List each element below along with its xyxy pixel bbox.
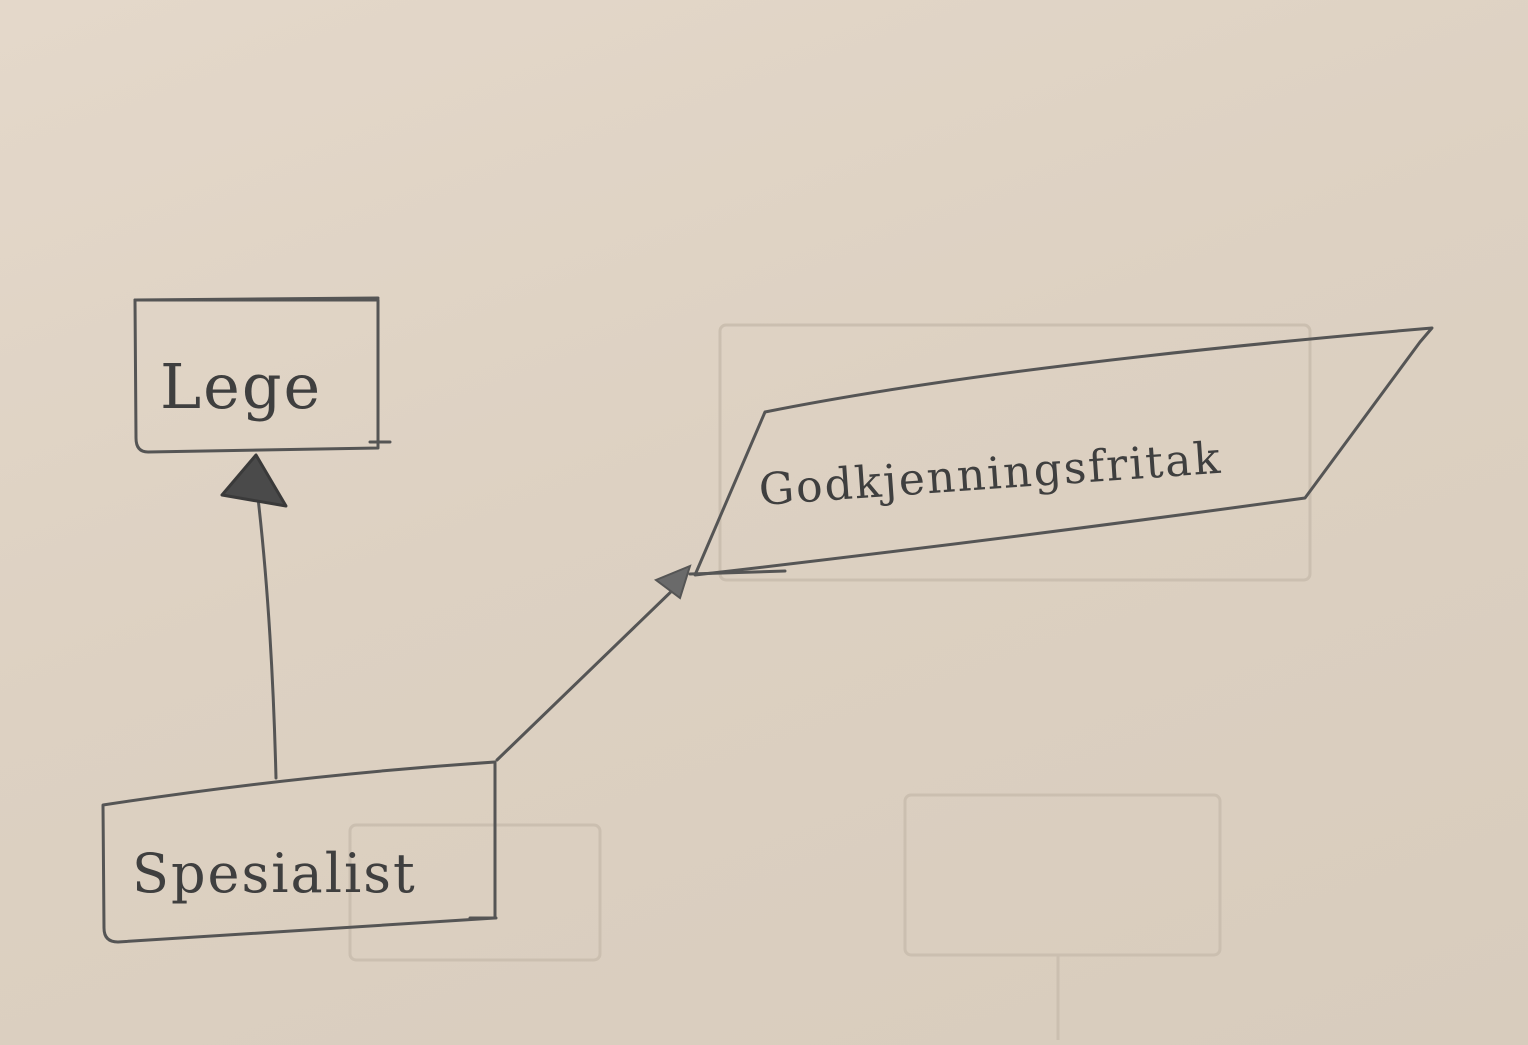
lege-box-outline <box>133 298 380 454</box>
edge-spesialist-to-godkjenningsfritak <box>495 564 692 762</box>
association-arrowhead <box>653 564 692 600</box>
association-line <box>495 583 680 762</box>
spesialist-box-outline <box>101 760 497 944</box>
edge-spesialist-to-lege <box>220 453 288 780</box>
node-lege: Lege <box>133 296 392 454</box>
node-godkjenningsfritak: Godkjenningsfritak <box>688 326 1434 577</box>
inheritance-arrowhead <box>220 453 288 508</box>
godkjenningsfritak-outline <box>693 326 1434 577</box>
lege-label: Lege <box>160 350 322 423</box>
node-spesialist: Spesialist <box>101 760 498 944</box>
spesialist-label: Spesialist <box>132 842 417 905</box>
godkjenningsfritak-label: Godkjenningsfritak <box>757 433 1223 516</box>
inheritance-line <box>256 496 278 780</box>
erased-sketch-marks <box>348 323 1312 1040</box>
